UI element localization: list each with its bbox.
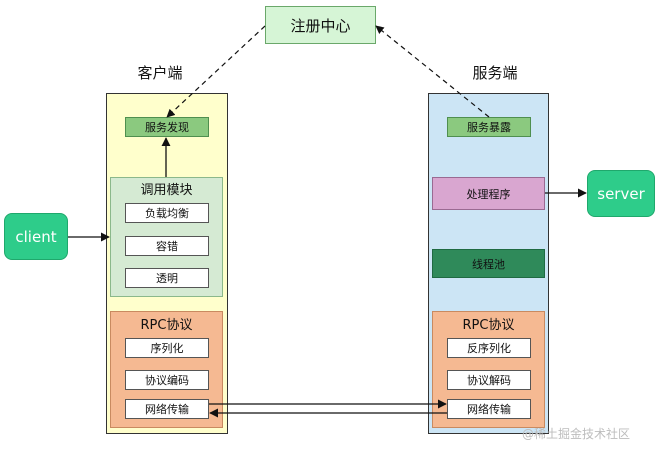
registry-center-label: 注册中心 (290, 16, 351, 35)
fault-tolerance-item: 容错 (125, 236, 209, 256)
protocol-decoding-item: 协议解码 (447, 370, 531, 390)
server-pill: server (587, 170, 655, 217)
transparency-item: 透明 (125, 268, 209, 288)
client-rpc-title: RPC协议 (140, 317, 193, 333)
server-network-transport-item: 网络传输 (447, 399, 531, 419)
load-balance-item: 负载均衡 (125, 203, 209, 223)
thread-pool-box: 线程池 (432, 249, 545, 278)
client-side-title: 客户端 (137, 63, 183, 82)
handler-box: 处理程序 (432, 177, 545, 210)
watermark: @稀土掘金技术社区 (522, 427, 631, 441)
call-module-title: 调用模块 (140, 182, 193, 198)
server-side-title: 服务端 (472, 63, 518, 82)
client-pill: client (4, 213, 68, 260)
client-network-transport-item: 网络传输 (125, 399, 209, 419)
service-exposure-box: 服务暴露 (447, 117, 531, 137)
protocol-encoding-item: 协议编码 (125, 370, 209, 390)
server-rpc-title: RPC协议 (462, 317, 515, 333)
service-discovery-box: 服务发现 (125, 117, 209, 137)
deserialization-item: 反序列化 (447, 338, 531, 358)
registry-center: 注册中心 (265, 6, 376, 44)
serialization-item: 序列化 (125, 338, 209, 358)
